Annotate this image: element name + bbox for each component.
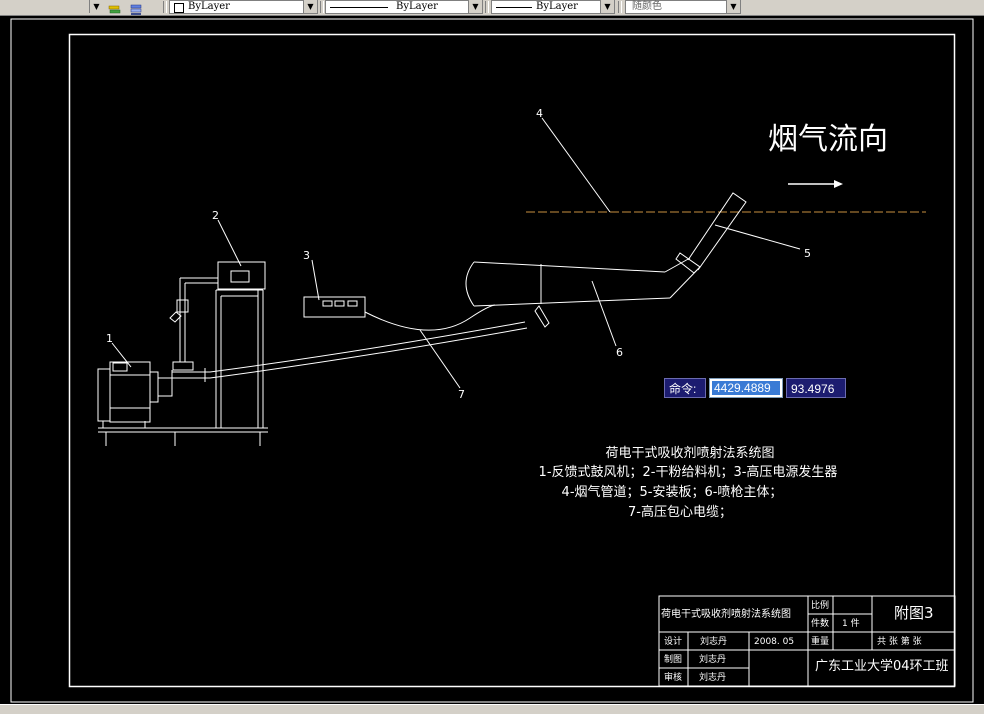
lineweight-dropdown-arrow[interactable]: ▼: [600, 0, 614, 13]
drawing-canvas[interactable]: 烟气流向: [0, 16, 984, 704]
linetype-control-value: ByLayer: [396, 1, 438, 12]
caption-line-1: 1-反馈式鼓风机；2-干粉给料机；3-高压电源发生器: [539, 464, 838, 480]
equipment-stand: [98, 289, 268, 446]
color-control-value: ByLayer: [188, 1, 230, 12]
color-control[interactable]: ByLayer: [169, 0, 318, 14]
tb-designer: 刘志丹: [700, 635, 727, 647]
viewport-border: [10, 18, 974, 703]
flow-direction-arrow: [788, 180, 843, 188]
layer-states-icon[interactable]: [108, 1, 122, 14]
color-dropdown-arrow[interactable]: ▼: [303, 0, 317, 13]
drawing-frame: [68, 33, 956, 688]
caption-line-2: 4-烟气管道；5-安装板；6-喷枪主体；: [562, 484, 783, 500]
plotstyle-control-value: 随颜色: [632, 1, 662, 12]
tb-figure-no: 附图3: [894, 604, 934, 622]
tb-weight-label: 重量: [811, 635, 829, 647]
caption-line-3: 7-高压包心电缆；: [628, 504, 732, 520]
caption-title: 荷电干式吸收剂喷射法系统图: [605, 445, 774, 461]
dynamic-input-y-value: 93.4976: [791, 382, 835, 396]
callout-3: 3: [303, 249, 310, 262]
properties-toolbar: ▼ ByLayer ▼ ByLayer ▼ ByLayer ▼ 随颜色 ▼: [0, 0, 984, 16]
toolbar-separator: [163, 1, 167, 13]
callout-2: 2: [212, 209, 219, 222]
linetype-control[interactable]: ByLayer: [325, 0, 483, 14]
callout-5: 5: [804, 247, 811, 260]
linetype-dropdown-arrow[interactable]: ▼: [468, 0, 482, 13]
tb-date: 2008. 05: [754, 637, 794, 647]
tb-sheets: 共 张 第 张: [877, 635, 922, 647]
hv-power-generator: [303, 296, 366, 318]
tb-drawing-name: 荷电干式吸收剂喷射法系统图: [661, 607, 791, 620]
tb-scale-label: 比例: [811, 599, 829, 611]
mounting-plate: [687, 192, 747, 271]
tb-qty-value: 1 件: [842, 617, 860, 629]
callout-1: 1: [106, 332, 113, 345]
lineweight-preview: [496, 7, 532, 8]
dynamic-input-y-field[interactable]: 93.4976: [786, 378, 846, 398]
dynamic-input-x-value: 4429.4889: [712, 381, 780, 395]
color-swatch-icon: [174, 3, 184, 13]
hv-cable: [364, 304, 496, 331]
linetype-preview: [330, 7, 388, 8]
plotstyle-dropdown-arrow[interactable]: ▼: [726, 0, 740, 13]
powder-feeder: [169, 261, 266, 371]
tb-drafter-label: 制图: [664, 653, 682, 665]
dynamic-input-prompt: 命令:: [664, 378, 706, 398]
lineweight-control-value: ByLayer: [536, 1, 578, 12]
callout-4: 4: [536, 107, 543, 120]
drawing-caption: 荷电干式吸收剂喷射法系统图 1-反馈式鼓风机；2-干粉给料机；3-高压电源发生器…: [539, 445, 838, 520]
injection-pipeline: [171, 321, 528, 382]
callout-leaders: [111, 117, 801, 389]
tb-drafter: 刘志丹: [699, 653, 726, 665]
status-bar: [0, 704, 984, 714]
dynamic-input-prompt-text: 命令:: [669, 382, 697, 396]
layer-previous-icon[interactable]: [129, 1, 143, 15]
tb-reviewer-label: 审核: [664, 671, 682, 683]
title-block-text: 荷电干式吸收剂喷射法系统图 比例 件数 1 件 附图3 设计 刘志丹 2008.…: [661, 599, 949, 683]
callout-numbers: 1 2 3 4 5 6 7: [106, 107, 811, 401]
plotstyle-control[interactable]: 随颜色: [625, 0, 741, 14]
tb-qty-label: 件数: [811, 617, 829, 629]
lineweight-control[interactable]: ByLayer: [491, 0, 615, 14]
tb-reviewer: 刘志丹: [699, 671, 726, 683]
title-block: [658, 595, 956, 687]
flow-direction-label: 烟气流向: [768, 122, 888, 157]
dynamic-input-x-field[interactable]: 4429.4889: [709, 378, 783, 398]
toolbar-separator: [320, 1, 324, 13]
toolbar-separator: [618, 1, 622, 13]
tb-organization: 广东工业大学04环工班: [815, 658, 949, 674]
blower-machine: [97, 361, 173, 428]
tb-designer-label: 设计: [664, 635, 682, 647]
spray-gun-body: [465, 252, 701, 328]
callout-7: 7: [458, 388, 465, 401]
layer-dropdown-arrow[interactable]: ▼: [89, 0, 103, 13]
toolbar-separator: [485, 1, 489, 13]
callout-6: 6: [616, 346, 623, 359]
